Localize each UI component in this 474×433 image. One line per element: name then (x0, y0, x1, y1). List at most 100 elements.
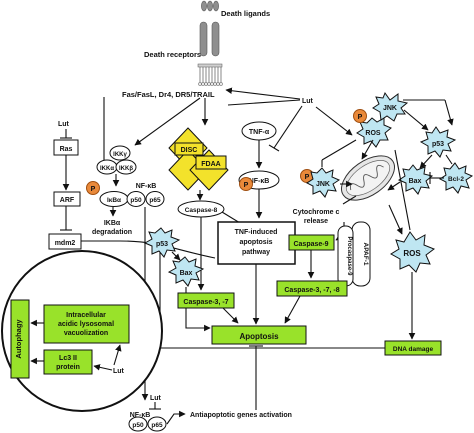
ros-upper-label: ROS (365, 130, 381, 137)
lut-to-receptor-arrow (225, 87, 301, 100)
caspase378-to-apoptosis-arrow (284, 295, 301, 324)
death-receptor-icon (199, 21, 220, 57)
ikkb-label: IKKβ (119, 166, 133, 172)
bax-to-mitochondria-arrow (387, 181, 401, 191)
p53-burst-left-icon (143, 227, 181, 258)
caspase9-label: Caspase-9 (293, 241, 328, 248)
bax-left-label: Bax (180, 270, 193, 277)
phospho-label: P (358, 114, 363, 121)
tnfa-label: TNF-α (249, 129, 270, 136)
arf-label: ARF (60, 197, 75, 204)
lut-label-center: Lut (302, 98, 314, 105)
caspase37-to-apoptosis-arrow (222, 307, 239, 324)
caspase378-box (276, 280, 348, 297)
p65-bottom-node (147, 416, 167, 432)
ros-to-mitochondria-arrow (361, 139, 374, 160)
ikka-label: IKKα (100, 166, 114, 172)
phospho-label: P (244, 182, 249, 189)
death-receptors-label: Death receptors (144, 50, 201, 59)
fas-receptor-list: Fas/FasL, Dr4, DR5/TRAIL (122, 90, 215, 99)
lut-inhibits-nfkb (273, 105, 303, 149)
lysosomal-vacuolization-box (43, 304, 130, 344)
ikk-complex (96, 145, 137, 175)
p65-bottom-label: p65 (151, 422, 163, 429)
nfkb-to-antiapoptotic-arrow (166, 410, 186, 425)
mito-to-ros-arrow (388, 204, 403, 235)
p50-bottom-node (128, 416, 148, 432)
arf-box (53, 191, 81, 207)
jnk-to-bcl2-arrow (444, 99, 454, 126)
ros-lower-label: ROS (403, 249, 421, 258)
inhibit-bar (268, 144, 280, 152)
phospho-marker-icon (86, 181, 100, 195)
ros-branch-line (321, 139, 357, 161)
cytochrome-c-line2: release (304, 218, 328, 225)
disc-label: DISC (181, 147, 198, 154)
ikba-label: IκBα (107, 197, 121, 204)
receptor-to-ikk-arrow (134, 97, 201, 146)
jnk-to-p53-arrow (403, 109, 429, 131)
ikb-degradation-line2: degradation (92, 229, 132, 236)
caspase37-label: Caspase-3, -7 (183, 299, 228, 306)
death-ligands-label: Death ligands (221, 9, 270, 18)
phospho-marker-icon (353, 109, 367, 123)
lut-label-bottom: Lut (150, 395, 162, 402)
procaspase9-label: Procaspase-9 (346, 236, 352, 276)
p53-burst-icon (419, 126, 457, 158)
jnk-burst-lower-icon (306, 167, 341, 198)
lut-label-autophagy: Lut (113, 368, 125, 375)
jnk-upper-label: JNK (383, 105, 397, 112)
caspase8-label: Caspase-8 (185, 207, 218, 214)
p53-label: p53 (432, 141, 444, 148)
bcl2-label: Bcl-2 (448, 176, 464, 183)
tnf-pathway-line2: apoptosis (239, 239, 272, 246)
nfkb-center-label: NF-κB (249, 178, 270, 185)
ros-burst-lower-icon (390, 231, 436, 273)
lc3-line1: Lc3 II (59, 355, 77, 362)
tnf-pathway-line1: TNF-induced (235, 229, 278, 236)
ras-label: Ras (60, 146, 73, 153)
bax-burst-left-icon (167, 256, 205, 287)
phospho-marker-icon (239, 177, 253, 191)
nfkb-bottom-label: NF-κB (130, 412, 151, 419)
p50-label: p50 (130, 197, 142, 204)
nfkb-label: NF-κB (136, 183, 157, 190)
cell-membrane-icon (197, 63, 223, 86)
mitochondrion-icon (341, 155, 395, 201)
autophagy-box (10, 299, 30, 379)
jnk-burst-upper-icon (372, 91, 409, 122)
p50-bottom-label: p50 (132, 422, 144, 429)
lut-to-lc3-arrow (93, 364, 113, 371)
fdaa-label: FDAA (201, 161, 220, 168)
p65-label: p65 (149, 197, 161, 204)
lysosomal-line2: acidic lysosomal (58, 321, 114, 328)
mdm2-label: mdm2 (55, 240, 76, 247)
p50-node (126, 191, 146, 207)
bcl2-burst-icon (439, 162, 474, 194)
bax-right-label: Bax (409, 178, 422, 185)
cytochrome-c-line1: Cytochrome c (293, 209, 340, 216)
autophagy-label: Autophagy (14, 319, 23, 359)
p53-left-label: p53 (156, 241, 168, 248)
lysosomal-line3: vacuolization (64, 330, 108, 337)
disc-fdaa-complex (168, 127, 229, 191)
lut-branch-line (227, 99, 301, 106)
lysosomal-line1: Intracellular (66, 312, 106, 319)
phospho-label: P (305, 174, 310, 181)
jnk-lower-label: JNK (316, 181, 330, 188)
lut-to-lysosomal-arrow (113, 344, 122, 366)
lut-label-ras: Lut (58, 121, 70, 128)
antiapoptotic-label: Antiapoptotic genes activation (190, 412, 292, 419)
phospho-label: P (91, 186, 96, 193)
ros-burst-upper-icon (356, 117, 392, 148)
p53-inhibits-bcl2 (445, 154, 453, 165)
apoptosis-box (211, 325, 307, 345)
caspase37-box (177, 292, 235, 309)
ikb-degradation-line1: IKBα (104, 220, 121, 227)
ros-upper-to-lower-line (394, 149, 411, 231)
p53-to-bax-arrow (171, 251, 181, 261)
p53-to-bax-arrow (419, 154, 433, 169)
lut-to-ros-arrow (315, 106, 353, 136)
